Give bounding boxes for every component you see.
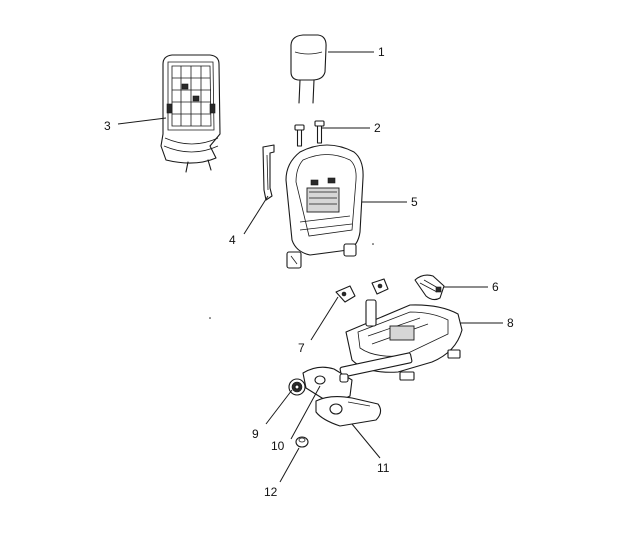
callout-2: 2	[374, 121, 381, 135]
stray-dot	[372, 243, 374, 245]
callout-labels: 1 2 3 4 5 6 7 8 9 10 11 12	[104, 45, 514, 499]
small-brackets	[335, 278, 389, 303]
side-shield-outer	[315, 395, 382, 427]
small-cap	[295, 436, 309, 448]
callout-3: 3	[104, 119, 111, 133]
stray-dot	[209, 317, 211, 319]
side-trim-strip	[262, 144, 275, 201]
seat-back-frame	[285, 144, 364, 269]
seat-back-panel	[160, 54, 221, 173]
side-cover-bracket	[414, 274, 445, 301]
callout-7: 7	[298, 341, 305, 355]
leader-lines	[117, 51, 503, 483]
callout-12: 12	[264, 485, 278, 499]
round-knob	[288, 378, 306, 396]
callout-6: 6	[492, 280, 499, 294]
callout-1: 1	[378, 45, 385, 59]
callout-10: 10	[271, 439, 285, 453]
callout-8: 8	[507, 316, 514, 330]
headrest	[290, 34, 327, 104]
callout-5: 5	[411, 195, 418, 209]
callout-4: 4	[229, 233, 236, 247]
seat-cushion-frame	[339, 299, 463, 381]
callout-9: 9	[252, 427, 259, 441]
headrest-guides	[294, 120, 325, 147]
side-shield-inner	[302, 366, 353, 402]
callout-11: 11	[377, 461, 390, 475]
